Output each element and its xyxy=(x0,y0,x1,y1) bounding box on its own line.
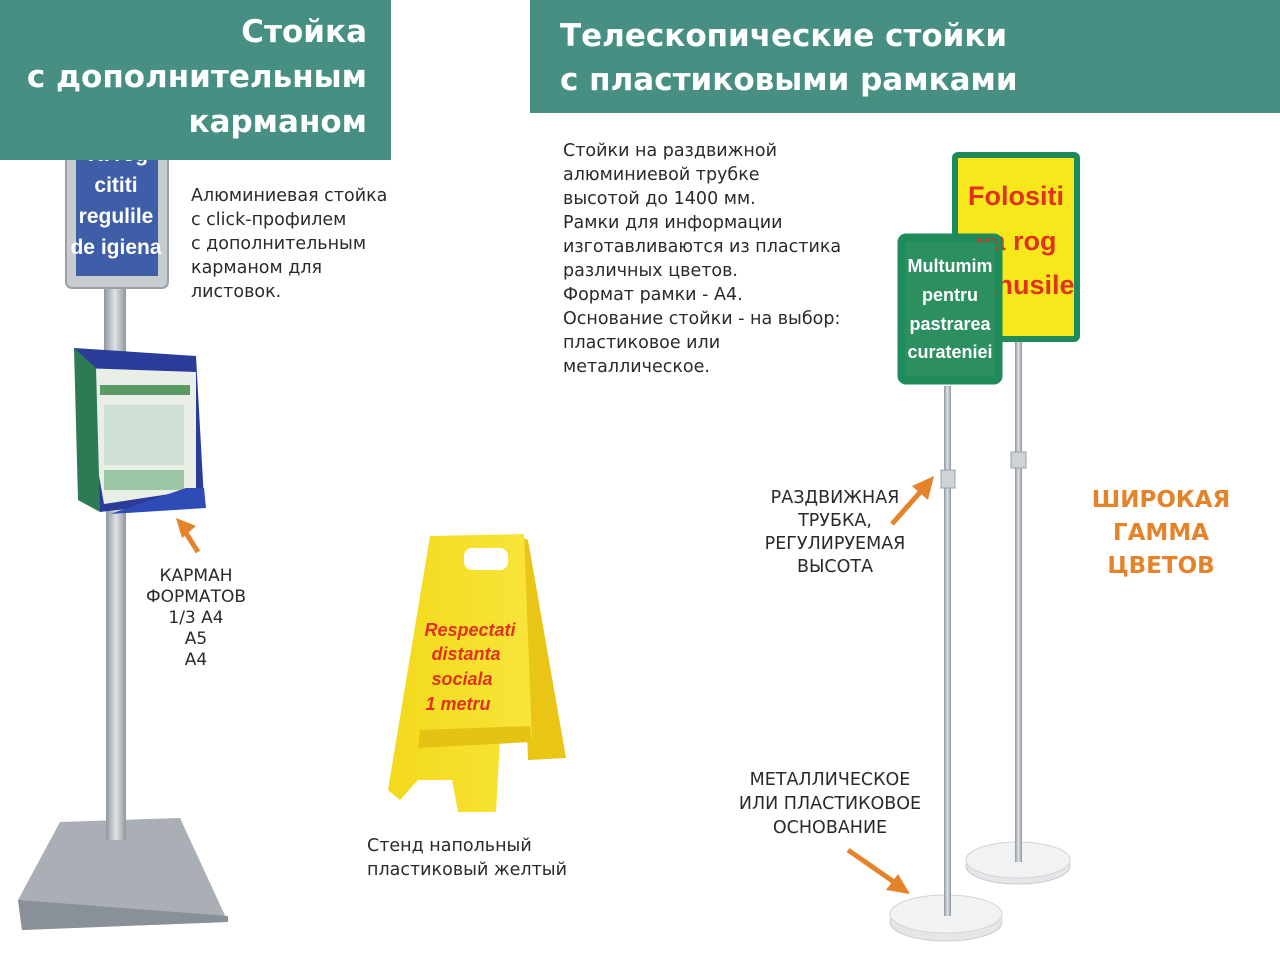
yellow-floor-sign-line-4: 1 metru xyxy=(425,694,490,714)
yellow-floor-sign-line-1: Respectati xyxy=(424,620,516,640)
tube-arrow-icon xyxy=(890,476,934,526)
green-frame-line-4: curateniei xyxy=(907,342,992,362)
right-description-line: изготавливаются из пластика xyxy=(563,237,842,257)
right-description-line: различных цветов. xyxy=(563,261,738,281)
left-description-line: листовок. xyxy=(191,282,282,302)
left-description-line: с click-профилем xyxy=(191,210,347,230)
yellow-floor-stand-illustration xyxy=(388,534,566,812)
left-description-line: Алюминиевая стойка xyxy=(191,186,388,206)
floor-stand-caption-line: пластиковый желтый xyxy=(367,860,567,880)
tube-caption: РАЗДВИЖНАЯ ТРУБКА, РЕГУЛИРУЕМАЯ ВЫСОТА xyxy=(740,487,930,579)
tube-caption-line: ВЫСОТА xyxy=(796,557,874,577)
left-description-line: карманом для xyxy=(191,258,323,278)
right-description-line: Формат рамки - А4. xyxy=(563,285,743,305)
base-caption: МЕТАЛЛИЧЕСКОЕ ИЛИ ПЛАСТИКОВОЕ ОСНОВАНИЕ xyxy=(720,768,940,840)
left-stand-illustration xyxy=(18,111,228,930)
left-description: Алюминиевая стойка с click-профилем с до… xyxy=(191,184,387,304)
right-description-line: Основание стойки - на выбор: xyxy=(563,309,841,329)
yellow-frame-line-1: Folositi xyxy=(968,181,1064,211)
colors-caption-line: ГАММА xyxy=(1112,520,1210,546)
left-banner-line-3: карманом xyxy=(188,104,367,140)
pocket-caption-line: ФОРМАТОВ xyxy=(146,587,246,607)
pocket-caption-line: КАРМАН xyxy=(159,566,233,586)
right-description: Стойки на раздвижной алюминиевой трубке … xyxy=(563,139,841,379)
green-frame-line-3: pastrarea xyxy=(909,314,991,334)
right-description-line: алюминиевой трубке xyxy=(563,165,760,185)
left-banner-line-1: Стойка xyxy=(241,14,367,50)
right-banner-line-1: Телескопические стойки xyxy=(560,18,1008,54)
tube-caption-line: РАЗДВИЖНАЯ xyxy=(770,488,900,508)
base-caption-line: МЕТАЛЛИЧЕСКОЕ xyxy=(749,770,911,790)
right-description-line: Стойки на раздвижной xyxy=(563,141,777,161)
pocket-caption: КАРМАН ФОРМАТОВ 1/3 А4 А5 А4 xyxy=(136,566,256,671)
left-banner: Стойка с дополнительным карманом xyxy=(0,0,391,160)
colors-caption-line: ЦВЕТОВ xyxy=(1107,553,1215,579)
right-banner: Телескопические стойки с пластиковыми ра… xyxy=(530,0,1280,113)
pocket-caption-line: А5 xyxy=(184,629,208,649)
pocket-caption-line: 1/3 А4 xyxy=(168,608,224,628)
right-description-line: металлическое. xyxy=(563,357,710,377)
right-description-line: высотой до 1400 мм. xyxy=(563,189,756,209)
colors-caption-line: ШИРОКАЯ xyxy=(1091,487,1231,513)
colors-caption: ШИРОКАЯ ГАММА ЦВЕТОВ xyxy=(1080,484,1242,583)
right-banner-line-2: с пластиковыми рамками xyxy=(560,62,1018,98)
yellow-floor-sign-line-3: sociala xyxy=(431,669,492,689)
left-description-line: с дополнительным xyxy=(191,234,367,254)
base-arrow-icon xyxy=(846,847,910,894)
floor-stand-caption: Стенд напольный пластиковый желтый xyxy=(367,834,567,882)
floor-stand-caption-line: Стенд напольный xyxy=(367,836,532,856)
blue-sign-line-3: regulile xyxy=(79,205,154,228)
pocket-caption-line: А4 xyxy=(184,650,208,670)
right-description-line: пластиковое или xyxy=(563,333,721,353)
base-caption-line: ИЛИ ПЛАСТИКОВОЕ xyxy=(738,794,922,814)
green-frame-line-2: pentru xyxy=(922,285,978,305)
blue-sign-line-2: cititi xyxy=(94,174,137,197)
pocket-arrow-icon xyxy=(176,518,201,554)
yellow-floor-sign-line-2: distanta xyxy=(431,644,500,664)
left-banner-line-2: с дополнительным xyxy=(26,59,367,95)
right-description-line: Рамки для информации xyxy=(563,213,783,233)
base-caption-line: ОСНОВАНИЕ xyxy=(772,818,888,838)
blue-sign-line-4: de igiena xyxy=(70,236,161,259)
tube-caption-line: ТРУБКА, xyxy=(798,511,872,531)
tube-caption-line: РЕГУЛИРУЕМАЯ xyxy=(764,534,906,554)
green-frame-line-1: Multumim xyxy=(908,256,993,276)
